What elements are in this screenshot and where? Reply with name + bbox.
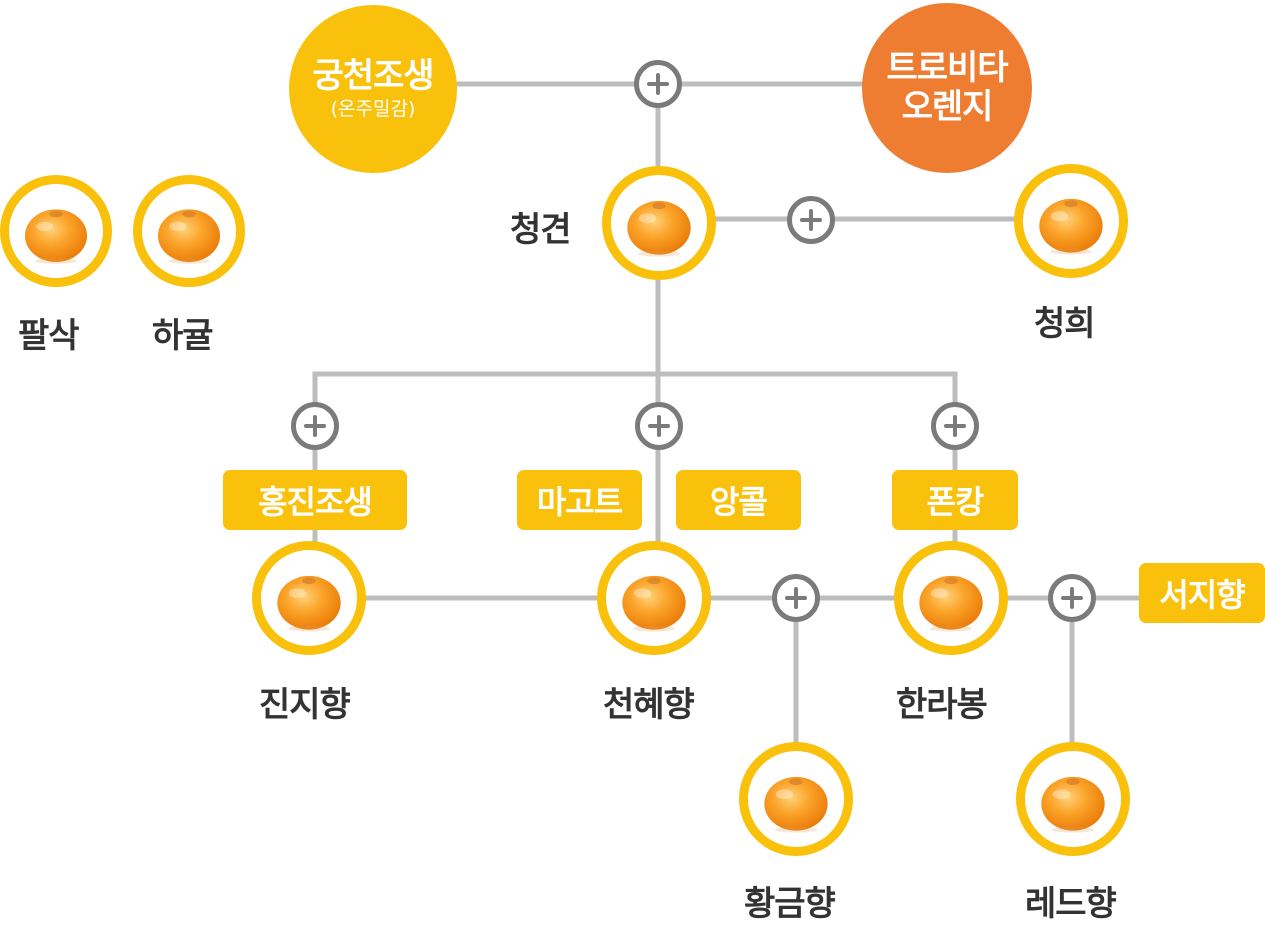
tangerine-icon	[919, 575, 983, 632]
hongjin-tag: 홍진조생	[223, 470, 407, 530]
palsak-label: 팔삭	[18, 316, 80, 356]
seojihyang-tag: 서지향	[1139, 563, 1265, 623]
cheonggyeon-fruit-image	[602, 166, 716, 280]
jinjihyang-label: 진지향	[259, 685, 351, 725]
parent-trovita-name-line2: 오렌지	[901, 87, 994, 127]
murcott-tag: 마고트	[517, 470, 642, 530]
tangerine-icon	[157, 209, 221, 264]
palsak-fruit-image	[0, 175, 112, 287]
tangerine-icon	[1039, 198, 1103, 255]
cross-icon-halla-seoji	[1048, 574, 1096, 622]
hagyul-fruit-image	[133, 175, 245, 287]
cheonhyehyang-fruit-image	[597, 541, 711, 655]
cross-icon-cheonggyeon-cheonghui	[787, 196, 835, 244]
ponkan-tag: 폰캉	[892, 470, 1018, 530]
tangerine-icon	[1041, 776, 1105, 833]
tangerine-icon	[764, 776, 828, 833]
cross-icon-parents	[634, 60, 682, 108]
cross-icon-left	[291, 402, 339, 450]
hallabong-fruit-image	[894, 541, 1008, 655]
hwanggeumhyang-fruit-image	[739, 742, 853, 856]
cheonghui-fruit-image	[1014, 164, 1128, 278]
cross-icon-right	[931, 402, 979, 450]
cross-icon-center	[635, 402, 683, 450]
hallabong-label: 한라봉	[896, 685, 988, 725]
jinjihyang-fruit-image	[252, 541, 366, 655]
cheonhyehyang-label: 천혜향	[603, 685, 695, 725]
parent-trovita-circle: 트로비타 오렌지	[862, 3, 1032, 173]
tangerine-icon	[24, 209, 88, 264]
redhyang-label: 레드향	[1025, 884, 1117, 924]
ankor-tag: 앙콜	[676, 470, 801, 530]
hagyul-label: 하귤	[152, 316, 214, 356]
cross-icon-cheonhye-halla	[772, 574, 820, 622]
tangerine-icon	[622, 575, 686, 632]
parent-gungcheon-sub: (온주밀감)	[330, 98, 416, 121]
parent-trovita-name-line1: 트로비타	[886, 47, 1008, 88]
redhyang-fruit-image	[1016, 742, 1130, 856]
parent-gungcheon-name: 궁천조생	[312, 56, 434, 97]
hwanggeumhyang-label: 황금향	[744, 884, 836, 924]
cheonggyeon-label: 청견	[510, 210, 572, 250]
cheonghui-label: 청희	[1034, 304, 1096, 344]
tangerine-icon	[277, 575, 341, 632]
parent-gungcheon-circle: 궁천조생 (온주밀감)	[289, 5, 457, 173]
tangerine-icon	[627, 200, 691, 257]
